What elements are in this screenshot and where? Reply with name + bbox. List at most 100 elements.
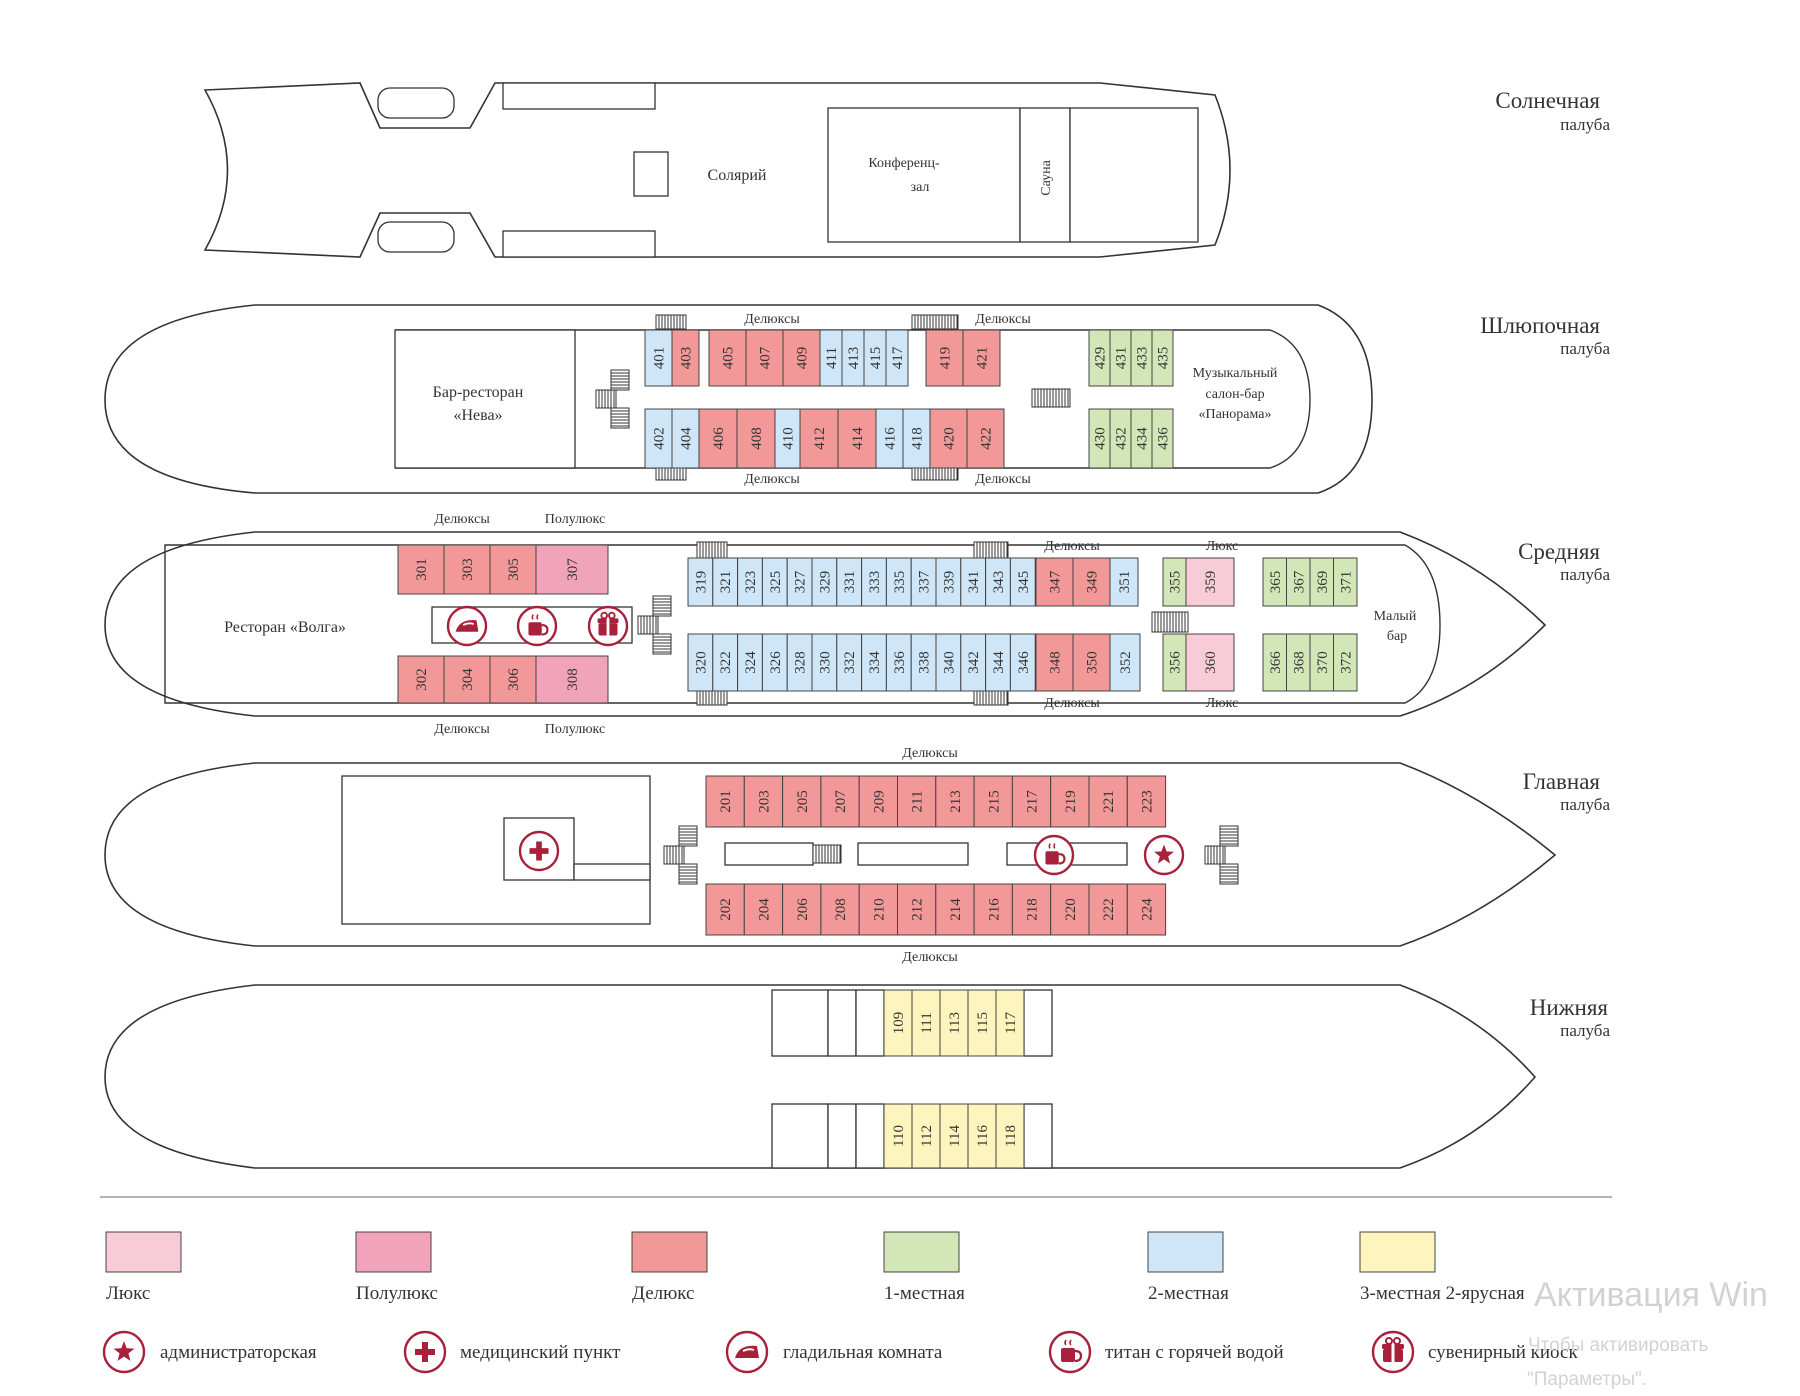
cabin-207[interactable]: 207	[820, 775, 860, 828]
cabin-216[interactable]: 216	[973, 883, 1013, 936]
cabin-302[interactable]: 302	[397, 655, 445, 704]
cabin-402[interactable]: 402	[644, 408, 673, 469]
cabin-346[interactable]: 346	[1009, 633, 1036, 692]
cabin-433[interactable]: 433	[1130, 329, 1153, 387]
cabin-429[interactable]: 429	[1088, 329, 1111, 387]
cabin-323[interactable]: 323	[737, 557, 763, 607]
cabin-117[interactable]: 117	[995, 989, 1025, 1057]
cabin-213[interactable]: 213	[935, 775, 975, 828]
cabin-328[interactable]: 328	[786, 633, 813, 692]
cabin-338[interactable]: 338	[910, 633, 937, 692]
cabin-431[interactable]: 431	[1109, 329, 1132, 387]
cabin-215[interactable]: 215	[973, 775, 1013, 828]
cabin-332[interactable]: 332	[836, 633, 863, 692]
cabin-211[interactable]: 211	[897, 775, 937, 828]
cabin-403[interactable]: 403	[671, 329, 700, 387]
cabin-416[interactable]: 416	[875, 408, 904, 469]
cabin-434[interactable]: 434	[1130, 408, 1153, 469]
cabin-404[interactable]: 404	[671, 408, 700, 469]
cabin-367[interactable]: 367	[1286, 557, 1311, 607]
cabin-218[interactable]: 218	[1011, 883, 1052, 936]
cabin-303[interactable]: 303	[443, 544, 491, 595]
cabin-115[interactable]: 115	[967, 989, 997, 1057]
cabin-334[interactable]: 334	[861, 633, 887, 692]
cabin-372[interactable]: 372	[1333, 633, 1358, 692]
cabin-205[interactable]: 205	[782, 775, 822, 828]
cabin-224[interactable]: 224	[1126, 883, 1167, 936]
cabin-116[interactable]: 116	[967, 1103, 997, 1169]
cabin-370[interactable]: 370	[1309, 633, 1334, 692]
cabin-326[interactable]: 326	[761, 633, 788, 692]
cabin-412[interactable]: 412	[799, 408, 839, 469]
cabin-343[interactable]: 343	[985, 557, 1011, 607]
cabin-352[interactable]: 352	[1109, 633, 1141, 692]
cabin-214[interactable]: 214	[935, 883, 975, 936]
cabin-413[interactable]: 413	[841, 329, 865, 387]
cabin-335[interactable]: 335	[885, 557, 912, 607]
cabin-320[interactable]: 320	[687, 633, 714, 692]
cabin-350[interactable]: 350	[1072, 633, 1111, 692]
cabin-342[interactable]: 342	[960, 633, 987, 692]
cabin-347[interactable]: 347	[1035, 557, 1074, 607]
cabin-408[interactable]: 408	[736, 408, 776, 469]
cabin-307[interactable]: 307	[535, 544, 609, 595]
cabin-208[interactable]: 208	[820, 883, 860, 936]
cabin-355[interactable]: 355	[1162, 557, 1187, 607]
cabin-331[interactable]: 331	[836, 557, 863, 607]
cabin-420[interactable]: 420	[929, 408, 968, 469]
cabin-339[interactable]: 339	[935, 557, 962, 607]
cabin-109[interactable]: 109	[883, 989, 913, 1057]
cabin-212[interactable]: 212	[897, 883, 937, 936]
cabin-113[interactable]: 113	[939, 989, 969, 1057]
cabin-110[interactable]: 110	[883, 1103, 913, 1169]
cabin-321[interactable]: 321	[712, 557, 739, 607]
cabin-340[interactable]: 340	[935, 633, 962, 692]
cabin-419[interactable]: 419	[925, 329, 964, 387]
cabin-345[interactable]: 345	[1009, 557, 1036, 607]
cabin-301[interactable]: 301	[397, 544, 445, 595]
cabin-366[interactable]: 366	[1262, 633, 1287, 692]
cabin-414[interactable]: 414	[837, 408, 877, 469]
cabin-203[interactable]: 203	[743, 775, 784, 828]
cabin-348[interactable]: 348	[1035, 633, 1074, 692]
cabin-337[interactable]: 337	[910, 557, 937, 607]
cabin-202[interactable]: 202	[705, 883, 745, 936]
cabin-324[interactable]: 324	[737, 633, 763, 692]
cabin-409[interactable]: 409	[782, 329, 821, 387]
cabin-369[interactable]: 369	[1309, 557, 1334, 607]
cabin-327[interactable]: 327	[786, 557, 813, 607]
cabin-435[interactable]: 435	[1151, 329, 1174, 387]
cabin-422[interactable]: 422	[966, 408, 1005, 469]
cabin-430[interactable]: 430	[1088, 408, 1111, 469]
cabin-221[interactable]: 221	[1088, 775, 1128, 828]
cabin-417[interactable]: 417	[885, 329, 909, 387]
cabin-319[interactable]: 319	[687, 557, 714, 607]
cabin-325[interactable]: 325	[761, 557, 788, 607]
cabin-329[interactable]: 329	[811, 557, 838, 607]
cabin-371[interactable]: 371	[1333, 557, 1358, 607]
cabin-118[interactable]: 118	[995, 1103, 1025, 1169]
cabin-330[interactable]: 330	[811, 633, 838, 692]
cabin-405[interactable]: 405	[708, 329, 747, 387]
cabin-209[interactable]: 209	[858, 775, 899, 828]
cabin-322[interactable]: 322	[712, 633, 739, 692]
cabin-351[interactable]: 351	[1109, 557, 1139, 607]
cabin-356[interactable]: 356	[1162, 633, 1187, 692]
cabin-341[interactable]: 341	[960, 557, 987, 607]
cabin-305[interactable]: 305	[489, 544, 537, 595]
cabin-365[interactable]: 365	[1262, 557, 1287, 607]
cabin-418[interactable]: 418	[902, 408, 931, 469]
cabin-432[interactable]: 432	[1109, 408, 1132, 469]
cabin-219[interactable]: 219	[1050, 775, 1090, 828]
cabin-410[interactable]: 410	[774, 408, 801, 469]
cabin-111[interactable]: 111	[911, 989, 941, 1057]
cabin-406[interactable]: 406	[698, 408, 738, 469]
cabin-359[interactable]: 359	[1185, 557, 1235, 607]
cabin-206[interactable]: 206	[782, 883, 822, 936]
cabin-222[interactable]: 222	[1088, 883, 1128, 936]
cabin-223[interactable]: 223	[1126, 775, 1167, 828]
cabin-415[interactable]: 415	[863, 329, 887, 387]
cabin-204[interactable]: 204	[743, 883, 784, 936]
cabin-401[interactable]: 401	[644, 329, 673, 387]
cabin-308[interactable]: 308	[535, 655, 609, 704]
